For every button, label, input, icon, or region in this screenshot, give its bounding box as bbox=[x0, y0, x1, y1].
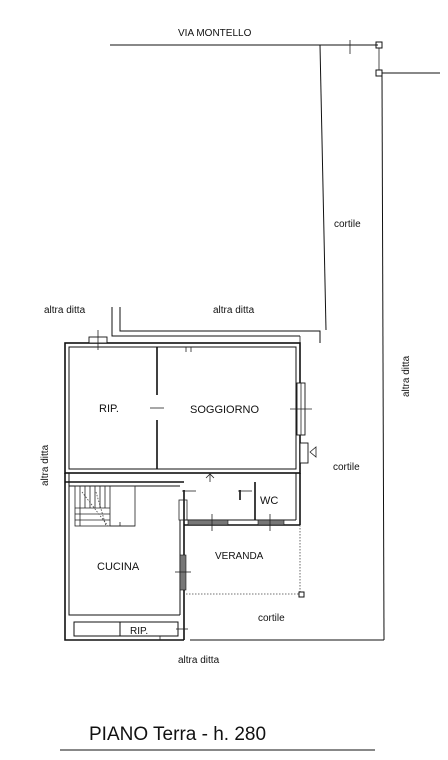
property-boundary bbox=[110, 40, 440, 641]
altra-ditta-label-topleft: altra ditta bbox=[44, 305, 86, 316]
cortile-label-top: cortile bbox=[334, 219, 361, 230]
street-label: VIA MONTELLO bbox=[178, 28, 252, 39]
door-cortile bbox=[299, 442, 309, 464]
storage-strip bbox=[73, 621, 188, 640]
veranda-outline bbox=[186, 525, 305, 598]
cortile-label-mid: cortile bbox=[333, 462, 360, 473]
staircase bbox=[74, 485, 136, 527]
altra-ditta-label-bottom: altra ditta bbox=[178, 655, 220, 666]
room-veranda: VERANDA bbox=[215, 551, 264, 562]
room-rip-upper: RIP. bbox=[99, 403, 119, 415]
room-cucina: CUCINA bbox=[97, 561, 140, 573]
openings bbox=[88, 330, 317, 591]
cortile-label-bottom: cortile bbox=[258, 613, 285, 624]
room-soggiorno: SOGGIORNO bbox=[190, 404, 260, 416]
interior-walls bbox=[150, 347, 252, 500]
window-veranda-2 bbox=[257, 519, 285, 526]
neighbour-wall-top bbox=[111, 307, 321, 343]
window-veranda-1 bbox=[187, 519, 229, 526]
outer-walls bbox=[64, 342, 301, 641]
room-wc: WC bbox=[260, 495, 278, 507]
altra-ditta-label-top: altra ditta bbox=[213, 305, 255, 316]
plan-title: PIANO Terra - h. 280 bbox=[89, 724, 266, 745]
altra-ditta-label-left: altra ditta bbox=[40, 444, 51, 486]
altra-ditta-label-right: altra ditta bbox=[401, 355, 412, 397]
room-rip-lower: RIP. bbox=[130, 626, 148, 637]
window-cucina bbox=[179, 554, 187, 591]
